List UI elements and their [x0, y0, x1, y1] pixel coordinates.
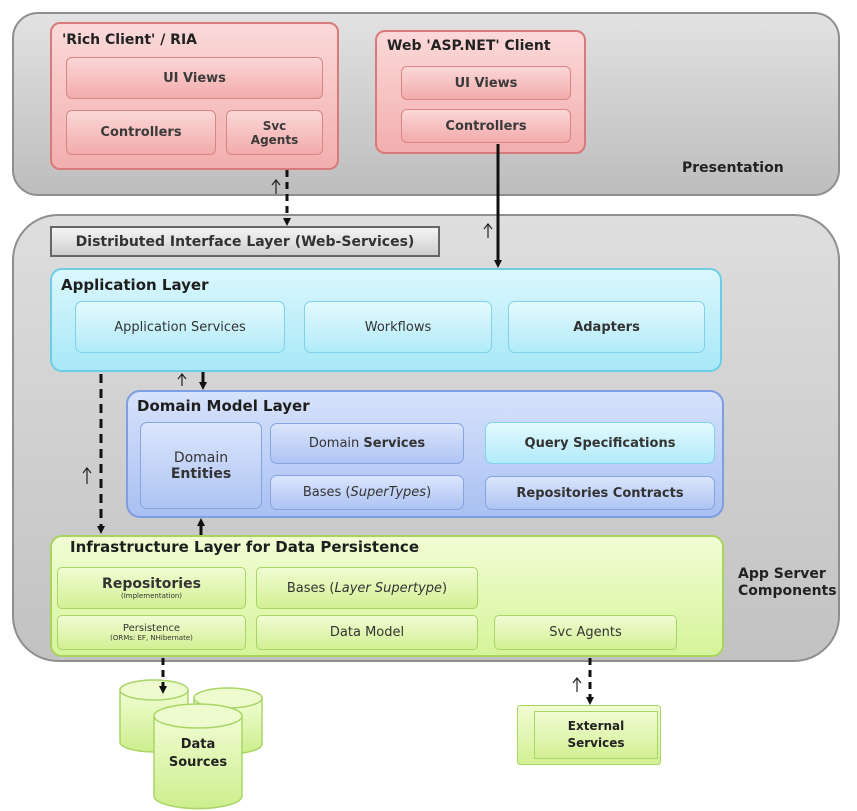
domain-services-bold: Services: [363, 436, 426, 451]
infra-bases-italic: Layer Supertype: [334, 580, 443, 596]
external-services-line2: Services: [567, 736, 625, 750]
repositories: Repositories (Implementation): [57, 567, 246, 609]
infra-bases: Bases (Layer Supertype): [256, 567, 478, 609]
presentation-label: Presentation: [682, 160, 784, 176]
app-server-label-line1: App Server: [738, 566, 826, 582]
data-sources-cylinders: [119, 679, 263, 810]
rich-client-title: 'Rich Client' / RIA: [62, 32, 198, 48]
domain-bases-italic: SuperTypes: [350, 485, 427, 500]
web-client-controllers: Controllers: [401, 109, 571, 143]
distributed-interface-layer: Distributed Interface Layer (Web-Service…: [50, 226, 440, 257]
cylinder-front: [153, 703, 243, 810]
hint-arrow-1: [271, 179, 281, 194]
query-specifications: Query Specifications: [485, 422, 715, 464]
repositories-sub: (Implementation): [120, 592, 183, 600]
workflows: Workflows: [304, 301, 492, 353]
domain-services-prefix: Domain: [308, 436, 364, 451]
domain-entities-line1: Domain: [173, 449, 229, 466]
domain-bases-suffix: ): [426, 485, 432, 500]
rich-client-svc-agents-label: Svc Agents: [250, 118, 299, 147]
rich-client-controllers: Controllers: [66, 110, 216, 155]
data-sources-label: Data Sources: [164, 736, 232, 772]
data-sources-line2: Sources: [168, 755, 228, 770]
app-server-label-line2: Components: [738, 583, 837, 599]
infra-bases-suffix: ): [442, 580, 448, 596]
application-services: Application Services: [75, 301, 285, 353]
web-client-title: Web 'ASP.NET' Client: [387, 38, 551, 54]
hint-arrow-3: [177, 373, 187, 386]
repositories-label: Repositories: [102, 576, 201, 592]
data-model: Data Model: [256, 615, 478, 650]
domain-services: Domain Services: [270, 423, 464, 464]
domain-model-layer-title: Domain Model Layer: [137, 397, 310, 415]
web-client-ui-views: UI Views: [401, 66, 571, 100]
external-services-line1: External: [567, 719, 625, 733]
hint-arrow-5: [572, 677, 582, 692]
hint-arrow-4: [82, 467, 92, 484]
hint-arrow-2: [483, 223, 493, 238]
infra-svc-agents: Svc Agents: [494, 615, 677, 650]
domain-entities-line2: Entities: [170, 465, 232, 482]
adapters: Adapters: [508, 301, 705, 353]
infra-bases-prefix: Bases (: [286, 580, 335, 596]
application-layer-title: Application Layer: [61, 276, 209, 294]
data-sources-line1: Data: [180, 737, 216, 752]
rich-client-ui-views: UI Views: [66, 57, 323, 99]
app-server-label: App Server Components: [738, 566, 837, 600]
rich-client-svc-agents: Svc Agents: [226, 110, 323, 155]
repositories-contracts: Repositories Contracts: [485, 476, 715, 510]
domain-bases-prefix: Bases (: [302, 485, 351, 500]
persistence-sub: (ORMs: EF, NHibernate): [110, 634, 193, 642]
external-services-box: External Services: [534, 711, 658, 759]
persistence-label: Persistence: [122, 623, 181, 634]
domain-bases: Bases (SuperTypes): [270, 475, 464, 510]
persistence: Persistence (ORMs: EF, NHibernate): [57, 615, 246, 650]
infrastructure-layer-title: Infrastructure Layer for Data Persistenc…: [70, 538, 419, 556]
domain-entities: Domain Entities: [140, 422, 262, 509]
